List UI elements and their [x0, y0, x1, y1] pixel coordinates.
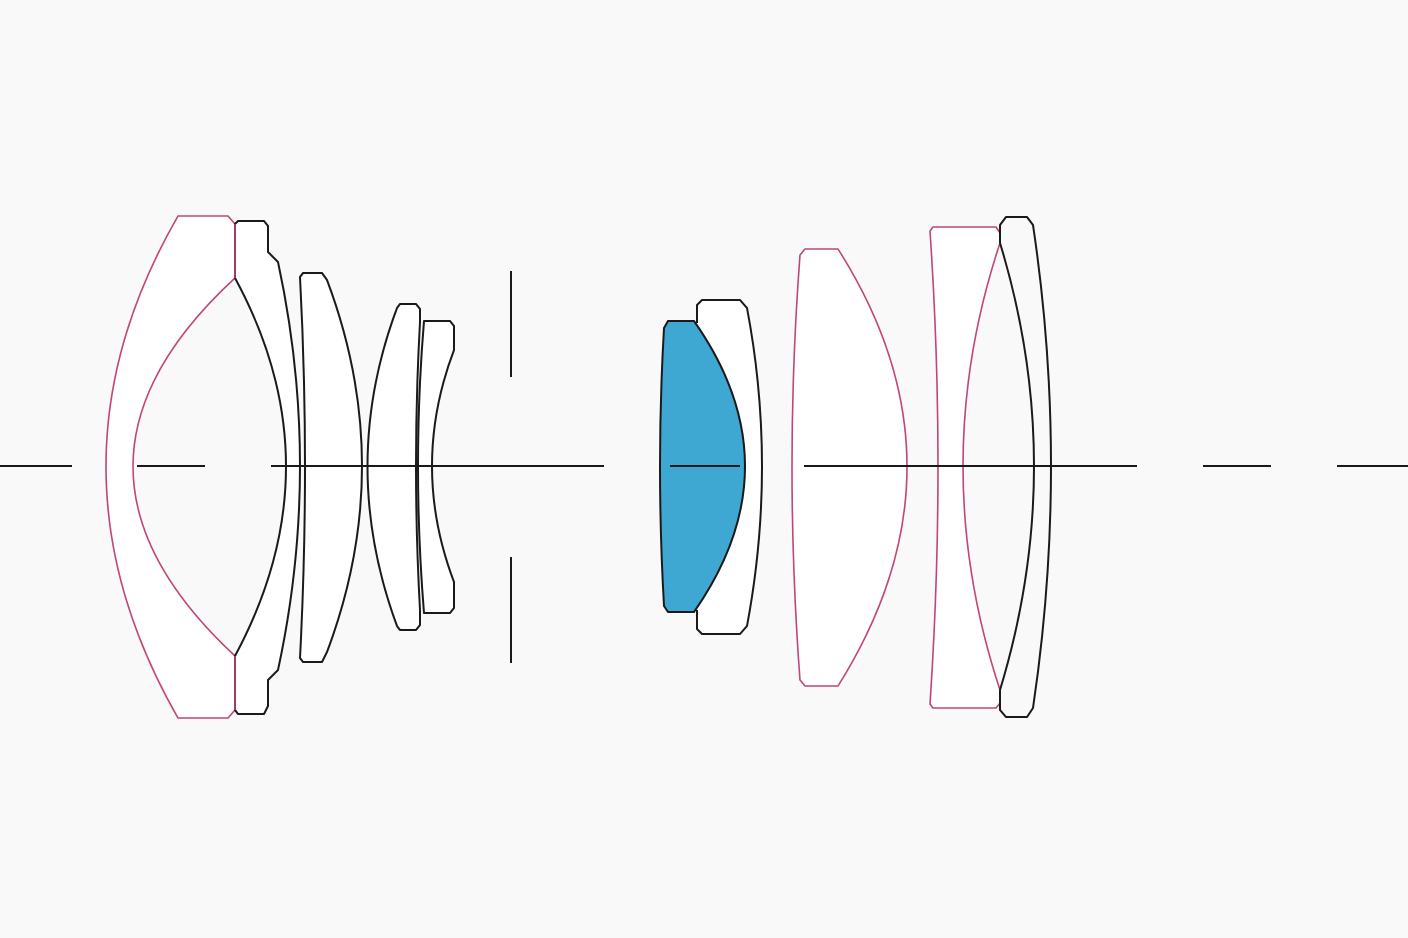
lens-element-3	[299, 272, 363, 663]
lens-element-5	[417, 320, 455, 614]
lens-element-9	[929, 226, 1001, 709]
lens-element-2	[234, 220, 301, 715]
lens-element-8	[791, 248, 908, 687]
